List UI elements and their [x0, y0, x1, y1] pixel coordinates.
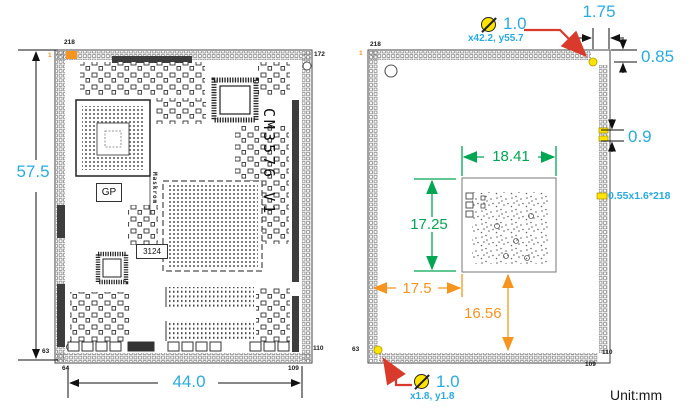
hole-top-diameter: 1.0	[503, 14, 527, 33]
center-footprint	[461, 177, 557, 273]
right-pin-63: 63	[352, 346, 360, 353]
hole-bottom-coords: x1.8, y1.8	[410, 391, 455, 402]
left-pin-64: 64	[62, 365, 70, 372]
dim-height-label: 57.5	[16, 162, 50, 181]
left-pin-172: 172	[314, 51, 325, 58]
dim-pad-pitch	[601, 119, 624, 152]
left-pin-218: 218	[64, 39, 75, 46]
highlighted-pad-2	[598, 135, 609, 142]
right-connector-lower	[292, 296, 299, 352]
right-pin-218: 218	[370, 41, 381, 48]
right-pin-110: 110	[602, 349, 613, 356]
dim-board-height	[18, 49, 58, 361]
dim-corner-y-label: 0.85	[641, 47, 675, 66]
right-board-view	[367, 49, 611, 364]
silkscreen-maskrom: Maskrom	[151, 172, 158, 205]
diameter-icon-top	[481, 17, 496, 32]
silkscreen-code-box: 3124	[136, 244, 168, 259]
dim-width-label: 44.0	[160, 373, 218, 390]
chip-bga-large	[75, 99, 151, 177]
pad-spec-label: 0.55x1.6*218	[608, 190, 671, 202]
left-pin-1: 1	[48, 52, 52, 59]
right-connector-upper	[292, 100, 299, 282]
dim-corner-offset-x	[577, 28, 624, 49]
left-pin-109: 109	[288, 365, 299, 372]
dim-board-width	[67, 366, 303, 398]
ddr-arrays	[165, 287, 254, 341]
silkscreen-gp-box: GP	[96, 183, 122, 202]
bottom-pad-row	[67, 341, 290, 352]
hole-bottom-diameter: 1.0	[436, 372, 460, 391]
hole-top-coords: x42.2, y55.7	[468, 33, 524, 44]
left-connector-lower	[57, 284, 65, 347]
diameter-icon-bottom	[414, 374, 429, 389]
dim-pad-pitch-label: 0.9	[628, 127, 652, 146]
dim-center-height-label: 17.25	[402, 217, 456, 232]
pin1-pad-marker	[66, 51, 77, 59]
right-pin-109: 109	[585, 361, 596, 368]
unit-label: Unit:mm	[610, 387, 663, 403]
highlighted-pad-3	[596, 192, 608, 200]
leader-arrow-bottom	[382, 357, 412, 387]
hole-marker-top-right	[588, 57, 598, 67]
right-pin-1: 1	[359, 50, 363, 57]
chip-qfp-top	[211, 77, 259, 123]
dim-center-x-label: 17.5	[396, 281, 438, 296]
bga-field	[162, 180, 263, 272]
left-pin-110: 110	[313, 345, 324, 352]
chip-qfp-bottom	[95, 251, 129, 285]
dim-center-y-label: 16.56	[464, 305, 502, 322]
left-pin-63: 63	[42, 348, 50, 355]
dim-corner-x-label: 1.75	[582, 2, 616, 21]
silkscreen-model: CM3576 V1	[260, 108, 278, 217]
leader-arrow-top	[524, 28, 588, 58]
mounting-hole-outline	[384, 64, 398, 78]
top-connector	[112, 56, 192, 63]
hole-marker-bottom-left	[373, 345, 383, 355]
dim-center-width-label: 18.41	[484, 149, 538, 164]
left-connector-upper	[57, 205, 65, 238]
dim-corner-offset-y	[611, 39, 637, 73]
left-board-view	[54, 49, 313, 364]
